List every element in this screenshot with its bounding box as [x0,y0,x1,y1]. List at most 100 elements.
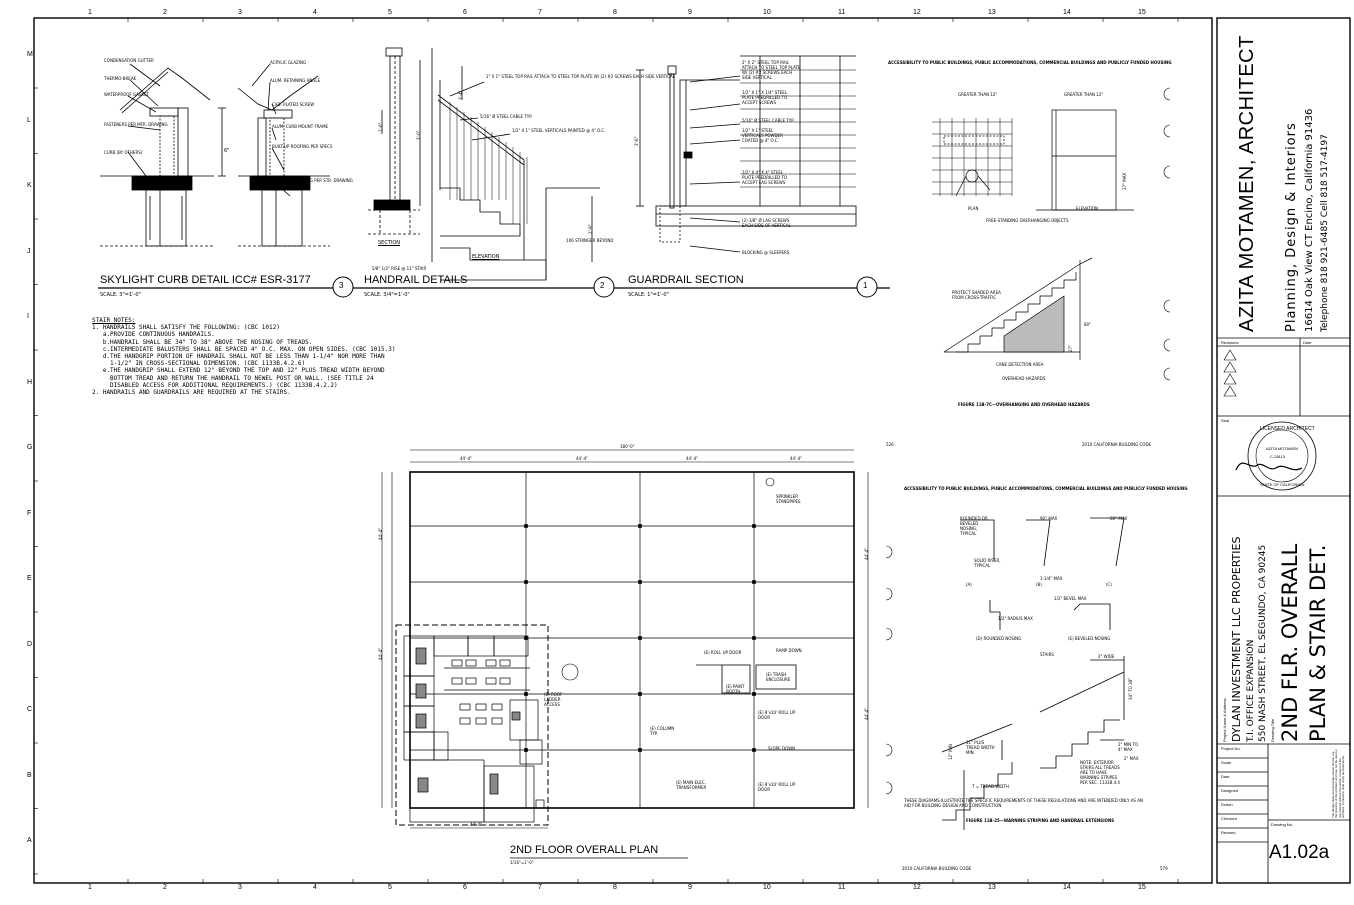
plan-callout: (E) PAINT BOOTH [726,684,745,694]
plan-title: 2ND FLOOR OVERALL PLAN [510,844,659,856]
grid-column-label: 1 [88,9,92,16]
plan-dim-total: 180'-0" [620,444,635,449]
drawing-title-line-1: 2ND FLR. OVERALL [1278,543,1302,742]
dimension: 3'-0" [416,130,421,140]
date-label: Date [1303,340,1312,345]
grid-column-label: 11 [838,9,846,16]
plan-callout: (E) 8'x10' ROLL UP DOOR [758,710,796,720]
grid-column-label: 15 [1138,884,1146,891]
stair-note-line: 1-1/2" IN CROSS-SECTIONAL DIMENSION. (CB… [92,360,306,368]
plan-dim-top: 44'-4" [460,456,473,461]
code-figure-overhanging [932,109,1134,360]
code-bottom-label: STAIRS [1040,652,1054,657]
revisions-label: Revisions [1221,340,1239,345]
code-top-label: ELEVATION [1076,206,1098,211]
callout: ACRYLIC GLAZING [270,60,307,65]
grid-column-label: 10 [763,9,771,16]
guardrail-detail-number: 1 [863,281,868,290]
drawing-number: A1.02a [1269,842,1330,863]
grid-row-label: M [27,51,33,58]
plan-dim-bottom: 44'-4" [470,822,483,827]
callout: 1X6 STRINGER BEYOND [566,238,614,243]
code-bottom-label: (B) [1036,582,1042,587]
grid-column-label: 15 [1138,9,1146,16]
grid-row-label: H [27,378,33,386]
guardrail-section [636,55,857,253]
guardrail-detail-title: GUARDRAIL SECTION [628,274,744,286]
callout: 5/8" 1/2" RISE @ 11" STAIR [372,266,427,271]
code-bottom-footnote: THESE DIAGRAMS ILLUSTRATE THE SPECIFIC R… [904,798,1143,808]
drawing-title-line-2: PLAN & STAIR DET. [1306,544,1330,742]
sheet-border [33,17,1213,884]
stair-notes: STAIR NOTES: 1. HANDRAILS SHALL SATISFY … [92,317,395,396]
grid-column-label: 6 [463,9,467,16]
plan-callout: (E) TRASH ENCLOSURE [766,672,791,682]
stamp-text: LICENSED ARCHITECT [1260,426,1315,432]
stair-note-line: e.THE HANDGRIP SHALL EXTEND 12" BEYOND T… [92,367,385,375]
architect-phone: Telephone 818 921-6485 Cell 818 517-4197 [1320,134,1330,332]
callout: BLOCKING @ SLEEPERS [742,250,790,255]
grid-column-label: 9 [688,9,692,16]
skylight-detail-scale: SCALE: 3"=1'-0" [100,292,141,298]
grid-column-label: 13 [988,9,996,16]
grid-row-label: K [27,182,32,189]
grid-row-label: I [27,313,29,320]
grid-column-label: 3 [238,884,242,891]
stamp-text: AZITA MOTAMEN [1266,446,1299,451]
code-bottom-label: 1/2" RADIUS MAX [998,616,1033,621]
stair-note-line: BOTTOM TREAD AND RETURN THE HANDRAIL TO … [92,374,374,382]
guardrail-detail-scale: SCALE: 1"=1'-0" [628,292,669,298]
field-scale: Scale [1221,760,1232,765]
code-bottom-label: 1/2" BEVEL MAX [1054,596,1087,601]
architect-services: Planning, Design & Interiors [1284,122,1299,332]
code-bottom-label: 11" PLUS TREAD WIDTH MIN. [966,740,995,755]
plan-dim-top: 44'-4" [576,456,589,461]
code-bottom-header: ACCESSIBILITY TO PUBLIC BUILDINGS, PUBLI… [904,486,1188,491]
grid-column-label: 3 [238,9,242,16]
dimension: 2'-9" [588,224,593,234]
field-checked: Checked [1221,816,1237,821]
grid-row-label: D [27,640,33,648]
project-label: Project Name & Address [1222,698,1227,742]
grid-column-label: 13 [988,884,996,891]
callout: 2" X 2" STEEL TOP RAIL ATTACH TO STEEL T… [742,60,801,80]
grid-column-label: 2 [163,884,167,891]
callout: (2) 3/8" Ø LAG SCREWS EACH SIDE OF VERTI… [742,218,791,228]
plan-callout: RAMP DOWN [776,648,802,653]
callout: 5/16" Ø STEEL CABLE TYP. [742,118,795,123]
grid-column-label: 4 [313,9,317,16]
grid-row-label: F [27,509,32,517]
grid-column-label: 9 [688,884,692,891]
grid-row-label: B [27,771,32,779]
handrail-detail-scale: SCALE: 3/4"=1'-0" [364,292,410,298]
callout: ALUM. CURB MOUNT FRAME [272,124,329,129]
callout: CONDENSATION GUTTER [104,58,154,63]
copyright-notice: The design ideas and drawings shown here… [1331,749,1346,818]
drawing-no-label: Drawing No. [1271,822,1294,827]
callout: THERMO-BREAK [104,76,137,81]
architect-address: 16614 Oak View CT Encino, California 914… [1304,108,1315,332]
plan-callout: (E) 8'x10' ROLL UP DOOR [758,782,796,792]
code-top-label: GREATER THAN 12" [958,92,998,97]
code-bottom-label: ROUNDED OR BEVELED NOSING, TYPICAL [960,516,988,536]
code-top-page: 526 [886,442,894,447]
dimension: 3'-4" [458,90,463,100]
drawing-title-label: Drawing Title [1270,718,1275,742]
plan-dim-top: 44'-4" [790,456,803,461]
detail-number-2-bubble [593,276,615,298]
stamp-text: STATE OF CALIFORNIA [1260,482,1305,487]
skylight-detail-number: 3 [339,281,344,290]
callout: BUILT-UP ROOFING PER SPECS [272,144,333,149]
grid-column-label: 5 [388,884,392,891]
grid-column-label: 11 [838,884,846,891]
plan-callout: (E) ROLL UP DOOR [704,650,742,655]
callout: CURB (BY OTHERS) [104,150,143,155]
code-bottom-label: (D) ROUNDED NOSING [976,636,1022,641]
handrail-detail-number: 2 [600,281,605,290]
callout: 1/2" X 4" X 4" STEEL PLATE PREDRILLED TO… [742,170,788,185]
code-bottom-label: (C) [1106,582,1112,587]
grid-column-label: 2 [163,9,167,16]
code-bottom-label: T = TREAD WIDTH [972,784,1009,789]
grid-column-label: 1 [88,884,92,891]
